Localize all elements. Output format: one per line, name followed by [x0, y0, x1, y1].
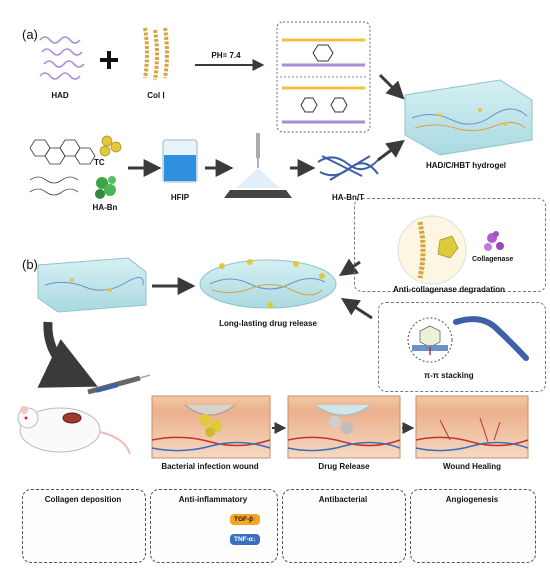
- label-ha-bn-t: HA-Bn/T: [332, 193, 364, 202]
- antibacterial-box: [282, 489, 406, 563]
- label-hydrogel: HAD/C/HBT hydrogel: [426, 161, 506, 170]
- collagenase-box: [354, 198, 546, 292]
- mouse: [17, 406, 131, 455]
- label-wound-healing: Wound Healing: [442, 462, 502, 471]
- skin-block-infection: [151, 395, 271, 459]
- arrow-to-hydrogel-top: [378, 73, 405, 100]
- arrow-up-icon: ↑: [253, 516, 257, 523]
- panel-label-a: (a): [22, 27, 38, 42]
- reaction-mechanism-box: [276, 21, 371, 133]
- label-had: HAD: [51, 91, 69, 100]
- tgf-label: TGF-β: [234, 516, 254, 523]
- pi-stacking-illustration: [407, 316, 529, 363]
- ha-bn-polymer: [29, 176, 79, 196]
- tc-molecule: [29, 139, 96, 165]
- hydrogel-slab: [404, 79, 533, 156]
- electrospinning: [224, 133, 292, 198]
- label-drug-release: Drug Release: [318, 462, 370, 471]
- tgf-badge: TGF-β↑: [230, 514, 261, 525]
- label-col: Col Ⅰ: [147, 91, 165, 100]
- label-collagenase: Collagenase: [472, 256, 514, 263]
- syringe: [87, 374, 151, 395]
- skin-block-release: [287, 395, 401, 459]
- angiogenesis-box: [410, 489, 536, 563]
- label-infection-wound: Bacterial infection wound: [161, 462, 259, 471]
- label-collagen-deposition: Collagen deposition: [44, 495, 122, 504]
- ha-bn-t-fibers: [317, 155, 379, 181]
- ha-bn-green: [95, 176, 116, 199]
- panel-label-b: (b): [22, 257, 38, 272]
- label-anti-inflammatory: Anti-inflammatory: [178, 495, 248, 504]
- tnf-label: TNF-α: [234, 536, 253, 543]
- hfip-beaker: [162, 139, 198, 183]
- tc-balls: [99, 135, 122, 157]
- arrow-from-collagenase: [339, 258, 361, 276]
- plus-icon: [100, 51, 118, 69]
- collagen-deposition-box: [22, 489, 146, 563]
- arrow-from-stacking: [340, 298, 373, 320]
- label-ph: PH= 7.4: [211, 51, 241, 60]
- label-hfip: HFIP: [170, 193, 190, 202]
- stacking-box: [378, 302, 546, 392]
- label-long-lasting: Long-lasting drug release: [219, 319, 317, 328]
- had-chains: [39, 36, 85, 80]
- label-anti-collagenase: Anti-collagenase degradation: [392, 285, 506, 294]
- arrow-down-icon: ↓: [252, 536, 257, 543]
- label-ha-bn: HA-Bn: [92, 203, 118, 212]
- hydrogel-slab-b: [37, 257, 147, 313]
- label-antibacterial: Antibacterial: [318, 495, 368, 504]
- anti-inflammatory-box: [150, 489, 278, 563]
- label-stacking: π-π stacking: [424, 371, 474, 380]
- label-tc: TC: [94, 158, 105, 167]
- curved-arrow: [37, 321, 98, 388]
- collagenase-illustration: [397, 215, 504, 285]
- tnf-badge: TNF-α↓: [230, 534, 261, 545]
- collagen-fibrils: [143, 27, 169, 81]
- label-angiogenesis: Angiogenesis: [445, 495, 499, 504]
- skin-block-healing: [415, 395, 529, 459]
- arrow-to-hydrogel-bottom: [377, 139, 405, 162]
- release-hydrogel: [199, 259, 337, 309]
